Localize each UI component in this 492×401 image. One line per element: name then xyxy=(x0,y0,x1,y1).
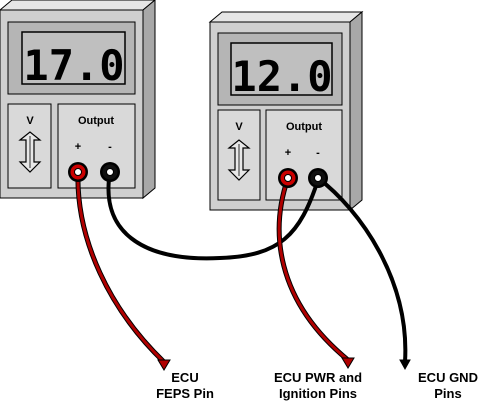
plus-label-left: + xyxy=(75,141,81,153)
label-feps-line1: ECU xyxy=(171,370,198,385)
wire-black-ground-link xyxy=(106,171,320,261)
voltage-knob-icon[interactable] xyxy=(18,131,42,173)
minus-label-left: - xyxy=(108,141,112,153)
display-left-value: 17.0 xyxy=(23,41,124,90)
label-gnd-line1: ECU GND xyxy=(418,370,478,385)
wire-black-gnd xyxy=(316,176,408,363)
jack-plus-left[interactable] xyxy=(68,162,88,182)
wire-tip-feps xyxy=(157,359,171,371)
jack-plus-right[interactable] xyxy=(278,168,298,188)
minus-label-right: - xyxy=(316,147,320,159)
voltage-panel-left xyxy=(7,103,52,189)
display-right-value: 12.0 xyxy=(231,52,332,101)
label-pwr-line2: Ignition Pins xyxy=(279,386,357,401)
voltage-panel-right xyxy=(217,109,261,201)
jack-minus-left[interactable] xyxy=(100,162,120,182)
label-gnd-line2: Pins xyxy=(434,386,461,401)
power-supply-left: 17.0 V Output + - xyxy=(0,0,156,200)
wire-red-feps xyxy=(75,171,166,364)
wire-tip-gnd xyxy=(399,359,411,371)
output-label-left: Output xyxy=(78,115,114,127)
label-feps-line2: FEPS Pin xyxy=(156,386,214,401)
plus-label-right: + xyxy=(285,147,291,159)
wire-tip-pwr xyxy=(341,357,355,369)
label-pwr-line1: ECU PWR and xyxy=(274,370,362,385)
jack-minus-right[interactable] xyxy=(308,168,328,188)
output-label-right: Output xyxy=(286,121,322,133)
voltage-label-left: V xyxy=(26,115,34,127)
voltage-label-right: V xyxy=(235,121,243,133)
display-left xyxy=(21,31,126,85)
voltage-knob-icon[interactable] xyxy=(227,139,251,181)
display-right xyxy=(230,42,333,96)
